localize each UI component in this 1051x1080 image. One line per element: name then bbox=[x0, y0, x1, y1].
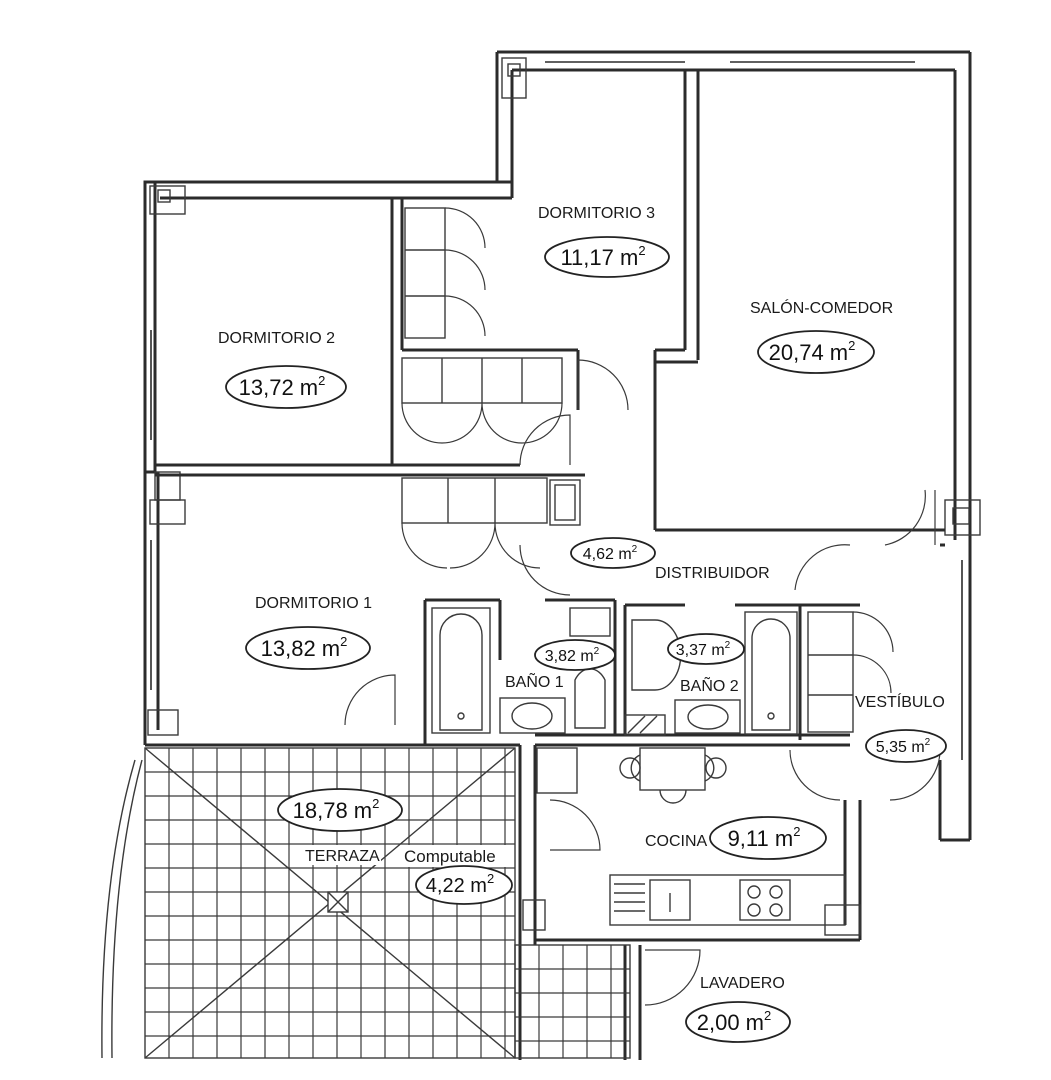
kitchen-fixtures bbox=[609, 747, 846, 926]
area-bano-2: 3,37 m2 bbox=[676, 640, 731, 659]
closets bbox=[401, 207, 894, 794]
label-dormitorio-2: DORMITORIO 2 bbox=[218, 330, 335, 347]
label-lavadero: LAVADERO bbox=[700, 975, 785, 992]
terrace-tile-grid bbox=[145, 748, 630, 1058]
area-salon-comedor: 20,74 m2 bbox=[769, 338, 856, 365]
label-bano-2: BAÑO 2 bbox=[680, 675, 739, 695]
label-computable: Computable bbox=[404, 847, 496, 866]
area-dormitorio-1: 13,82 m2 bbox=[261, 634, 348, 661]
area-terraza: 18,78 m2 bbox=[293, 796, 380, 823]
label-dormitorio-1: DORMITORIO 1 bbox=[255, 595, 372, 612]
exterior-walls bbox=[143, 50, 972, 1060]
label-salon-comedor: SALÓN-COMEDOR bbox=[750, 298, 893, 317]
area-distribuidor: 4,62 m2 bbox=[583, 544, 638, 563]
windows bbox=[150, 61, 963, 760]
label-distribuidor: DISTRIBUIDOR bbox=[655, 565, 770, 582]
label-terraza: TERRAZA bbox=[305, 848, 380, 865]
doors bbox=[344, 359, 941, 1006]
area-vestibulo: 5,35 m2 bbox=[876, 737, 931, 756]
label-bano-1: BAÑO 1 bbox=[505, 671, 564, 691]
bathroom-fixtures bbox=[431, 607, 798, 736]
area-dormitorio-2: 13,72 m2 bbox=[239, 373, 326, 400]
room-labels: DORMITORIO 3 11,17 m2 SALÓN-COMEDOR 20,7… bbox=[218, 205, 947, 1043]
area-bano-1: 3,82 m2 bbox=[545, 646, 600, 665]
label-dormitorio-3: DORMITORIO 3 bbox=[538, 205, 655, 222]
interior-walls bbox=[155, 70, 945, 800]
columns bbox=[147, 57, 981, 936]
area-cocina: 9,11 m2 bbox=[728, 824, 801, 851]
area-computable: 4,22 m2 bbox=[426, 871, 494, 897]
label-cocina: COCINA bbox=[645, 833, 708, 850]
area-dormitorio-3: 11,17 m2 bbox=[560, 243, 645, 270]
label-vestibulo: VESTÍBULO bbox=[855, 692, 945, 711]
area-lavadero: 2,00 m2 bbox=[697, 1008, 772, 1035]
